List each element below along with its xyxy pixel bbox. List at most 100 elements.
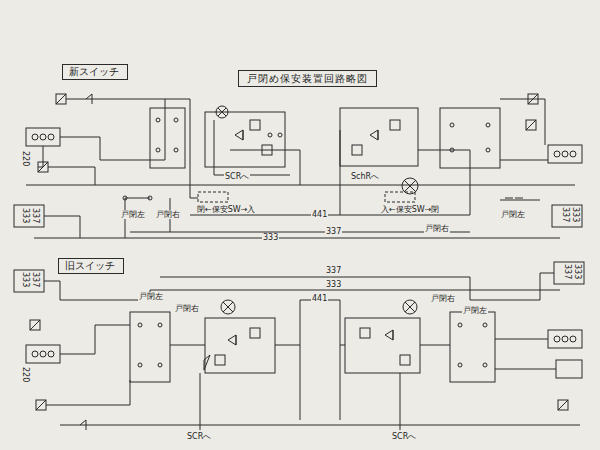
wire-line (125, 198, 150, 199)
wire-label: 337 (31, 271, 40, 288)
wire-label: 337 (563, 263, 572, 280)
contact-symbol (48, 351, 54, 357)
wire-line (385, 330, 393, 340)
wire-line (218, 108, 226, 116)
wire-line (340, 345, 345, 346)
contact-symbol (562, 336, 568, 342)
relay-box (14, 205, 44, 227)
wire-label: 337 (31, 207, 40, 224)
wire-label: 333 (21, 271, 30, 288)
contact-symbol (458, 323, 462, 327)
wire-line (235, 130, 243, 140)
relay-box (400, 355, 410, 365)
wire-label: 333 (21, 207, 30, 224)
relay-box (14, 270, 44, 292)
wire-line (34, 238, 560, 239)
wire-line (300, 300, 340, 420)
contact-symbol (32, 134, 38, 140)
wire-label: 戸閉右 (174, 304, 200, 313)
section-label: 旧スイッチ (65, 260, 115, 271)
wire-line (420, 345, 450, 346)
wire-label: 337 (561, 206, 570, 223)
contact-symbol (40, 351, 46, 357)
relay-box (56, 94, 66, 104)
wire-line (404, 180, 416, 192)
relay-box (554, 262, 584, 284)
section-label: 新スイッチ (69, 66, 119, 77)
contact-symbol (40, 134, 46, 140)
wire-label: 441 (311, 294, 328, 303)
contact-symbol (174, 118, 178, 122)
wire-line (495, 369, 556, 370)
wire-line (200, 373, 201, 430)
wire-line (370, 130, 378, 140)
relay-box (440, 108, 500, 168)
contact-symbol (216, 106, 228, 118)
relay-box (556, 360, 582, 378)
relay-box (150, 108, 185, 168)
contact-symbol (458, 363, 462, 367)
wire-line (470, 273, 554, 300)
wire-label: 333 (325, 280, 342, 289)
wire-line (44, 281, 150, 300)
contact-symbol (32, 351, 38, 357)
wire-line (150, 290, 560, 291)
contact-symbol (268, 133, 272, 137)
wire-label: 220 (21, 366, 30, 383)
wire-label: 戸閉左 (500, 210, 526, 219)
contact-symbol (156, 148, 160, 152)
wire-line (228, 335, 236, 345)
wire-line (528, 94, 538, 104)
wire-label: SCRへ (224, 172, 250, 181)
wire-label: 337 (325, 227, 342, 236)
wire-label: SchRへ (350, 172, 380, 181)
relay-box (26, 128, 60, 146)
wire-line (170, 345, 205, 346)
contact-symbol (158, 323, 162, 327)
wire-line (275, 345, 300, 346)
wire-line (160, 277, 470, 278)
contact-symbol (562, 151, 568, 157)
wire-line (190, 215, 470, 216)
wire-line (500, 200, 540, 201)
relay-box (250, 328, 260, 338)
contact-symbol (156, 118, 160, 122)
wire-line (223, 302, 233, 312)
wire-line (86, 94, 92, 104)
contact-symbol (483, 323, 487, 327)
relay-box (385, 192, 415, 202)
wire-label: 333 (573, 263, 582, 280)
wire-line (60, 425, 580, 426)
wire-line (236, 335, 237, 345)
relay-box (360, 328, 370, 338)
contact-symbol (48, 134, 54, 140)
wire-line (36, 400, 46, 410)
wire-line (30, 320, 40, 330)
wire-label: 333 (262, 233, 279, 242)
wire-line (130, 232, 470, 233)
contact-symbol (483, 363, 487, 367)
contact-symbol (221, 300, 235, 314)
wire-line (214, 120, 290, 175)
relay-box (345, 318, 420, 373)
section-box: 新スイッチ (62, 64, 128, 80)
wire-line (38, 146, 43, 167)
relay-box (450, 312, 495, 382)
upper-circuit (14, 94, 582, 238)
wire-line (400, 373, 401, 430)
contact-symbol (554, 151, 560, 157)
contact-symbol (174, 148, 178, 152)
relay-box (552, 205, 582, 227)
contact-symbol (554, 336, 560, 342)
contact-symbol (570, 151, 576, 157)
wire-label: 441 (311, 210, 328, 219)
contact-symbol (278, 133, 282, 137)
wire-label: 戸閉左 (120, 210, 146, 219)
wire-line (48, 167, 95, 185)
wire-line (44, 216, 80, 238)
relay-box (558, 400, 568, 410)
contact-symbol (138, 363, 142, 367)
wire-label: 戸閉左 (138, 292, 164, 301)
relay-box (30, 320, 40, 330)
